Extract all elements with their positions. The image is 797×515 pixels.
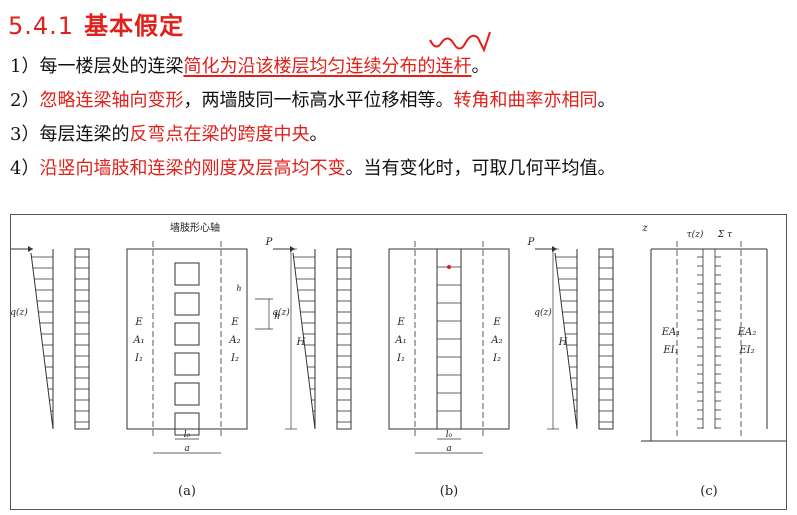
assumption-item-4: 4）沿竖向墙肢和连梁的刚度及层高均不变。当有变化时，可取几何平均值。 <box>10 152 615 186</box>
red-marker <box>447 265 451 269</box>
right-axial-stiffness: EA₂ <box>737 327 757 338</box>
load-resultant-box <box>74 248 90 430</box>
assumption-list: 1）每一楼层处的连梁简化为沿该楼层均匀连续分布的连杆。2）忽略连梁轴向变形，两墙… <box>10 50 615 186</box>
shear-flow-label: τ(z) <box>687 229 704 240</box>
left-wall-modulus: E <box>134 317 143 328</box>
figure-canvas: Pq(z)hhEA₁I₁EA₂I₂Hl₀a(a)Pq(z)EA₁I₁EA₂I₂H… <box>3 221 797 499</box>
item-text: 。 <box>471 56 490 77</box>
storey-height-label: h <box>274 312 280 322</box>
item-number: 3） <box>10 124 40 145</box>
item-text: 。 <box>309 124 328 145</box>
handwritten-mark <box>429 31 491 53</box>
left-flexural-stiffness: EI₁ <box>662 345 678 356</box>
section-heading: 5.4.1 基本假定 <box>8 6 184 41</box>
right-wall-area: A₂ <box>490 335 502 346</box>
wall-opening <box>174 292 200 316</box>
load-slope-line <box>554 252 578 430</box>
left-wall-inertia: I₁ <box>396 353 405 364</box>
item-highlight: 转角和曲率亦相同 <box>453 90 598 111</box>
coupled-wall-figure: Pq(z)hhEA₁I₁EA₂I₂Hl₀a(a)Pq(z)EA₁I₁EA₂I₂H… <box>3 214 797 510</box>
wall-opening <box>174 352 200 376</box>
item-number: 1） <box>10 56 40 77</box>
assumption-item-3: 3）每层连梁的反弯点在梁的跨度中央。 <box>10 118 615 152</box>
item-number: 4） <box>10 158 40 179</box>
opening-width-label: l₀ <box>446 430 453 440</box>
assumption-item-1: 1）每一楼层处的连梁简化为沿该楼层均匀连续分布的连杆。 <box>10 50 615 84</box>
shear-sum-label: Σ τ <box>717 230 733 240</box>
load-distribution-label: q(z) <box>11 307 28 318</box>
height-label: H <box>296 337 306 348</box>
wall-axis-label: 墙肢形心轴 <box>170 221 220 234</box>
wall-opening <box>174 262 200 286</box>
item-highlight: 忽略连梁轴向变形 <box>39 90 184 111</box>
panel-caption: (a) <box>178 484 196 499</box>
item-text: 。当有变化时，可取几何平均值。 <box>345 158 616 179</box>
item-text: 每一楼层处的连梁 <box>39 56 184 77</box>
height-label: H <box>558 337 568 348</box>
load-point-label: P <box>527 237 535 248</box>
wall-opening <box>174 412 200 436</box>
span-label: a <box>446 444 451 454</box>
right-wall-area: A₂ <box>228 335 240 346</box>
item-text: 每层连梁的 <box>39 124 130 145</box>
left-wall-area: A₁ <box>132 335 144 346</box>
left-wall-area: A₁ <box>394 335 406 346</box>
right-flexural-stiffness: EI₂ <box>738 345 754 356</box>
load-arrow-head <box>28 246 33 252</box>
item-highlight: 反弯点在梁的跨度中央 <box>129 124 310 145</box>
load-resultant-box <box>336 248 352 430</box>
right-wall-modulus: E <box>492 317 501 328</box>
section-number: 5.4.1 <box>8 12 75 40</box>
left-wall-inertia: I₁ <box>134 353 143 364</box>
load-distribution-label: q(z) <box>534 307 552 318</box>
load-slope-line <box>30 252 54 430</box>
load-arrow-head <box>552 246 557 252</box>
load-point-label: P <box>265 237 273 248</box>
span-label: a <box>184 444 189 454</box>
left-axial-stiffness: EA₁ <box>661 327 681 338</box>
item-highlight: 简化为沿该楼层均匀连续分布的连杆 <box>183 56 472 77</box>
z-axis-label: z <box>641 223 648 234</box>
wall-outline <box>126 248 248 430</box>
beam-height-label: h <box>236 284 241 293</box>
section-title: 基本假定 <box>84 12 185 40</box>
item-text: 。 <box>597 90 616 111</box>
wall-opening <box>174 322 200 346</box>
right-wall-modulus: E <box>230 317 239 328</box>
load-resultant-box <box>598 248 614 430</box>
wall-opening <box>174 382 200 406</box>
opening-width-label: l₀ <box>184 430 191 440</box>
assumption-item-2: 2）忽略连梁轴向变形，两墙肢同一标高水平位移相等。转角和曲率亦相同。 <box>10 84 615 118</box>
load-arrow-head <box>290 246 295 252</box>
item-number: 2） <box>10 90 40 111</box>
panel-caption: (c) <box>700 484 717 499</box>
load-distribution-label: q(z) <box>272 307 290 318</box>
item-highlight: 沿竖向墙肢和连梁的刚度及层高均不变 <box>39 158 346 179</box>
left-wall-modulus: E <box>396 317 405 328</box>
load-slope-line <box>292 252 316 430</box>
item-text: ，两墙肢同一标高水平位移相等。 <box>183 90 454 111</box>
right-wall-inertia: I₂ <box>230 353 239 364</box>
panel-caption: (b) <box>440 484 458 499</box>
right-wall-inertia: I₂ <box>492 353 501 364</box>
